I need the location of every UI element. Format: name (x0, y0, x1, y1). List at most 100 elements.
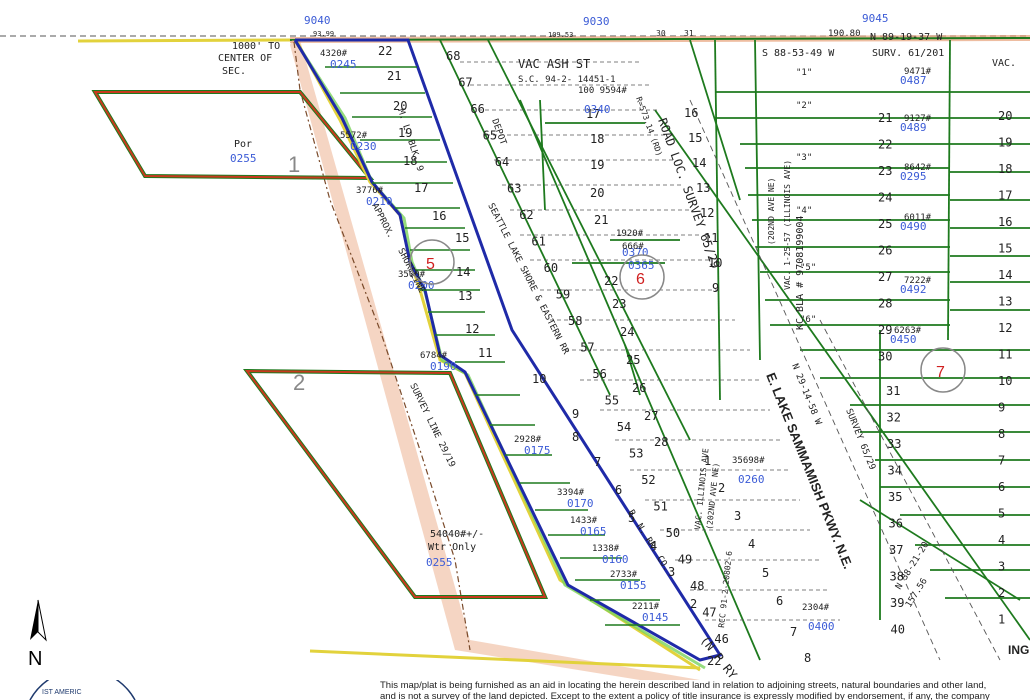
disclaimer-text: This map/plat is being furnished as an a… (380, 680, 1030, 700)
parcel-0230[interactable]: 0230 (350, 140, 377, 153)
railway-lot-57: 57 (580, 341, 594, 355)
parcel-0190[interactable]: 0190 (430, 360, 457, 373)
subject-lot-17: 17 (414, 181, 428, 195)
parcel-0340[interactable]: 0340 (584, 103, 611, 116)
parcel-0175[interactable]: 0175 (524, 444, 551, 457)
parcel-0255-south[interactable] (244, 369, 547, 598)
parcel-0210[interactable]: 0210 (366, 195, 393, 208)
subject-lot-22: 22 (378, 44, 392, 58)
far-right-lot-19: 19 (998, 136, 1012, 150)
subject-lot-3: 3 (668, 565, 675, 579)
parcel-0155[interactable]: 0155 (620, 579, 647, 592)
bearing-right: N 89-19-37 W (870, 32, 943, 43)
parcel-0400[interactable]: 0400 (808, 620, 835, 633)
parcel-0487[interactable]: 0487 (900, 74, 927, 87)
center-sec-3: SEC. (222, 66, 246, 77)
circle-5-label: 5 (426, 256, 435, 273)
parcel-0200[interactable]: 0200 (408, 279, 435, 292)
dim-109: 109.53 (548, 31, 573, 39)
parcel-0160[interactable]: 0160 (602, 553, 629, 566)
far-right-lot-5: 5 (998, 507, 1005, 521)
subject-lot-lines (325, 66, 680, 626)
far-col-lot-32: 32 (887, 411, 901, 425)
parcel-0365[interactable]: 0365 (628, 259, 655, 272)
street-vac-ash: VAC ASH ST (518, 57, 590, 71)
center-lot-20: 20 (590, 186, 604, 200)
center-parcel-lines (539, 99, 680, 396)
railway-lot-62: 62 (519, 208, 533, 222)
right-area-0490: 6011# (904, 213, 932, 223)
subject-area-14: 3500# (398, 270, 426, 280)
parcel-0489[interactable]: 0489 (900, 121, 927, 134)
right-lot-labels: 212223242526272829309471#04879127#048986… (878, 67, 1012, 637)
railway-lot-61: 61 (531, 235, 545, 249)
subject-area-11: 6784# (420, 351, 448, 361)
railway-lot-55: 55 (605, 394, 619, 408)
railway-lot-59: 59 (556, 288, 570, 302)
subject-lot-9: 9 (572, 407, 579, 421)
center-lot-22: 22 (604, 274, 618, 288)
far-col-lot-38: 38 (890, 570, 904, 584)
railway-lot-49: 49 (678, 553, 692, 567)
far-right-lot-6: 6 (998, 480, 1005, 494)
subject-lot-10: 10 (532, 372, 546, 386)
center-col-9: 9 (712, 281, 719, 295)
subject-lot-19: 19 (398, 126, 412, 140)
tract-2: "2" (796, 101, 812, 111)
right-area-0295: 8642# (904, 163, 932, 173)
surv-top: SURV. 61/201 (872, 48, 944, 59)
parcel-0145[interactable]: 0145 (642, 611, 669, 624)
railway-lot-52: 52 (641, 473, 655, 487)
parcel-0260[interactable]: 0260 (738, 473, 765, 486)
disclaimer-line-1: This map/plat is being furnished as an a… (380, 680, 987, 691)
railway-lot-51: 51 (653, 500, 667, 514)
north-arrow-icon (30, 600, 38, 640)
center-lot-26: 26 (632, 381, 646, 395)
dim-93: 93.99 (313, 30, 334, 38)
parcel-0165[interactable]: 0165 (580, 525, 607, 538)
por-label: Por (234, 139, 252, 150)
top-yellow-line (77, 38, 291, 43)
parcel-9045: 9045 (862, 12, 889, 25)
circle-6-label: 6 (636, 271, 645, 288)
center-lot-b-3: 3 (734, 509, 741, 523)
parcel-0490[interactable]: 0490 (900, 220, 927, 233)
far-right-lot-10: 10 (998, 374, 1012, 388)
parcel-0492[interactable]: 0492 (900, 283, 927, 296)
railway-lot-66: 66 (470, 102, 484, 116)
parcel-0170[interactable]: 0170 (567, 497, 594, 510)
sc-ref: S.C. 94-2- 14451-1 (518, 75, 616, 85)
railway-lot-labels: 6867666564636261605958575655545352515049… (446, 49, 729, 646)
parcel-0295[interactable]: 0295 (900, 170, 927, 183)
company-logo: IST AMERIC (20, 680, 150, 700)
right-area-0450: 6263# (894, 326, 922, 336)
right-lot-24: 24 (878, 191, 892, 205)
subject-lot-21: 21 (387, 69, 401, 83)
subject-lot-labels: 224320#02452120195572#023018173776#02101… (320, 44, 721, 668)
far-right-lot-8: 8 (998, 427, 1005, 441)
far-col-lot-35: 35 (888, 490, 902, 504)
far-right-lot-3: 3 (998, 560, 1005, 574)
parcel-9030: 9030 (583, 15, 610, 28)
center-col-13: 13 (696, 181, 710, 195)
railway-lot-46: 46 (714, 632, 728, 646)
parcel-0245[interactable]: 0245 (330, 58, 357, 71)
center-lot-27: 27 (644, 409, 658, 423)
far-right-lot-15: 15 (998, 242, 1012, 256)
subject-lot-20: 20 (393, 99, 407, 113)
tract-5: "5" (800, 263, 816, 273)
parkway-edge (819, 319, 1001, 661)
circle-7-label: 7 (936, 364, 945, 381)
railway-lot-65: 65 (483, 129, 497, 143)
far-right-lot-11: 11 (998, 348, 1012, 362)
parcel-0450[interactable]: 0450 (890, 333, 917, 346)
subject-boundary[interactable] (293, 38, 723, 662)
parcel-0255-label[interactable]: 0255 (230, 152, 257, 165)
far-right-lot-2: 2 (998, 586, 1005, 600)
far-right-lot-9: 9 (998, 401, 1005, 415)
far-right-lot-17: 17 (998, 189, 1012, 203)
center-lot-b-2: 2 (718, 481, 725, 495)
center-lot-17: 17 (586, 107, 600, 121)
wtr-parcel[interactable]: 0255 (426, 556, 453, 569)
